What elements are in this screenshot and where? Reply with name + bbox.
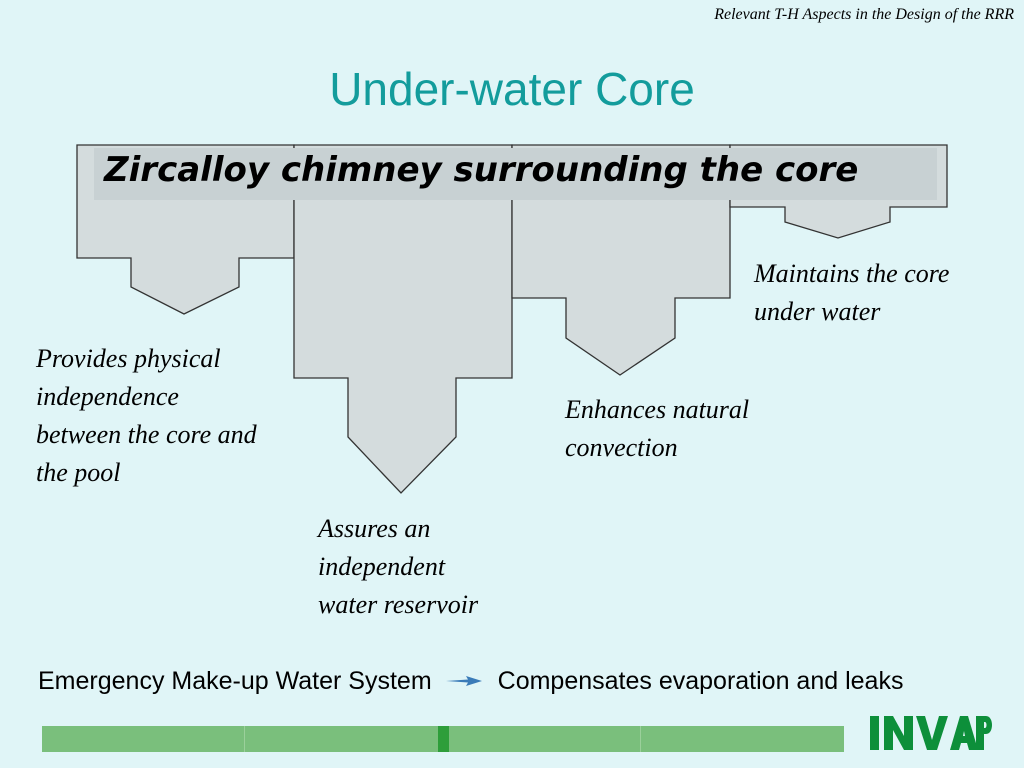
emergency-row: Emergency Make-up Water System Compensat… bbox=[38, 664, 903, 698]
function-box-3 bbox=[511, 144, 731, 376]
function-text-1: Provides physical independence between t… bbox=[36, 344, 257, 487]
emergency-system-label: Emergency Make-up Water System bbox=[38, 666, 432, 695]
invap-logo bbox=[870, 716, 992, 750]
slide-title: Under-water Core bbox=[329, 63, 695, 115]
arrow-right-icon bbox=[445, 676, 482, 686]
function-text-4: Maintains the core under water bbox=[754, 259, 950, 326]
function-text-3: Enhances natural convection bbox=[565, 395, 750, 462]
compensation-label: Compensates evaporation and leaks bbox=[497, 666, 904, 695]
banner-background bbox=[94, 148, 937, 200]
banner-title: Zircalloy chimney surrounding the core bbox=[104, 150, 859, 190]
footer-bar bbox=[42, 726, 844, 752]
function-text-2: Assures an independent water reservoir bbox=[318, 514, 479, 619]
header-note: Relevant T-H Aspects in the Design of th… bbox=[714, 6, 1014, 23]
footer-marker bbox=[438, 726, 449, 752]
